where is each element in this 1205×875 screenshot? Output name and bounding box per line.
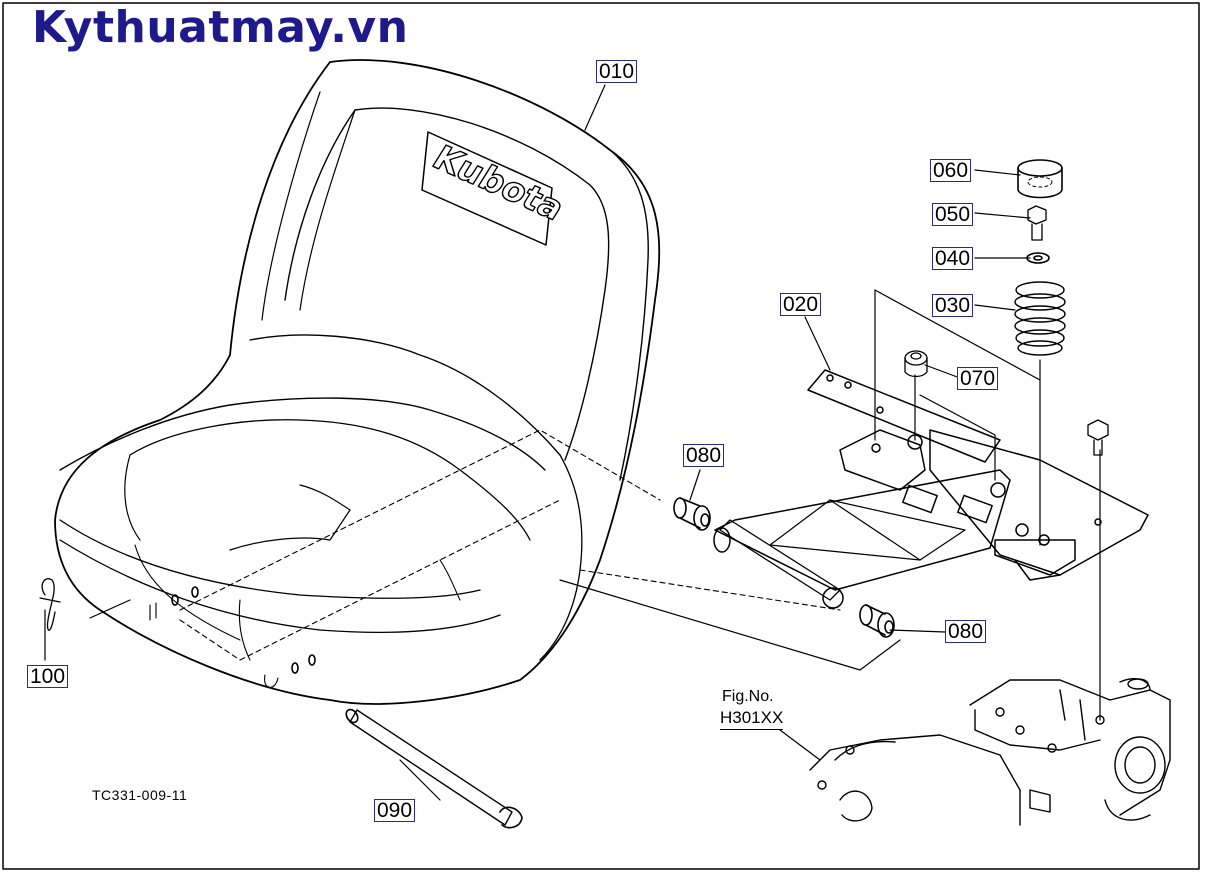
callout-020: 020 xyxy=(780,293,822,316)
bushing-080-bottom-drawing xyxy=(859,604,895,638)
callout-030: 030 xyxy=(932,294,974,317)
callout-090: 090 xyxy=(374,799,416,822)
callout-050: 050 xyxy=(932,203,974,226)
bolt-right-drawing xyxy=(1087,419,1109,456)
callout-100: 100 xyxy=(27,665,69,688)
dashed-guides xyxy=(179,429,841,661)
bolt-070-drawing xyxy=(904,350,928,378)
pin-090-drawing xyxy=(345,708,523,829)
housing-reference-drawing xyxy=(809,678,1171,826)
spring-030-drawing xyxy=(1014,281,1066,356)
fig-ref-label: Fig.No. xyxy=(722,688,774,706)
fig-ref-number: H301XX xyxy=(720,708,784,730)
kubota-logo: Kubota xyxy=(425,139,571,229)
callout-060: 060 xyxy=(930,159,972,182)
callout-080-top: 080 xyxy=(683,444,725,467)
watermark: Kythuatmay.vn xyxy=(32,2,409,53)
callout-080-bottom: 080 xyxy=(945,620,987,643)
seat-drawing: Kubota xyxy=(54,59,661,705)
bolt-050-drawing xyxy=(1027,205,1047,241)
r-pin-100-drawing xyxy=(39,578,61,631)
callout-070: 070 xyxy=(957,367,999,390)
callout-010: 010 xyxy=(596,60,638,83)
drawing-code: TC331-009-11 xyxy=(92,787,188,803)
seat-frame-020-drawing xyxy=(713,369,1149,609)
callout-040: 040 xyxy=(932,247,974,270)
cap-060-drawing xyxy=(1017,159,1063,199)
kubota-logo-box xyxy=(421,131,553,246)
leader-lines xyxy=(44,84,1101,801)
washer-040-drawing xyxy=(1026,252,1050,264)
bushing-080-top-drawing xyxy=(673,497,711,531)
